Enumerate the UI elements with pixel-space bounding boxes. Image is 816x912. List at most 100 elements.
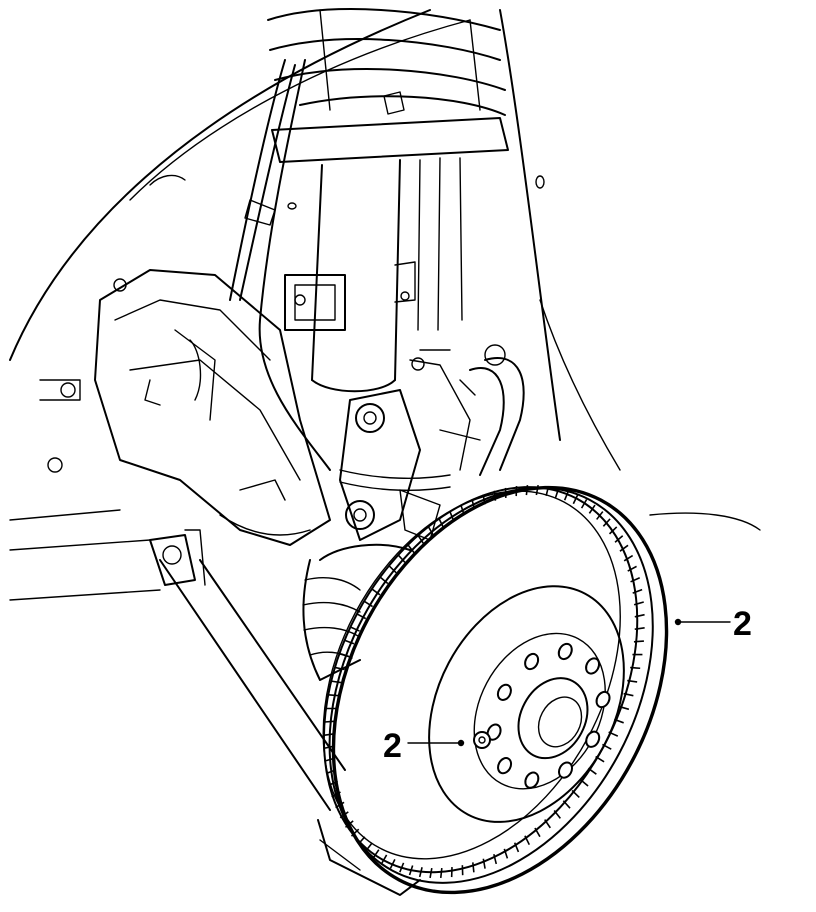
vent-slot bbox=[482, 858, 486, 869]
vent-slot bbox=[554, 487, 560, 498]
vent-slot bbox=[344, 820, 354, 828]
vent-slot bbox=[632, 588, 643, 594]
coil-spring bbox=[267, 8, 506, 116]
vent-slot bbox=[632, 653, 643, 656]
vent-slot bbox=[407, 544, 415, 554]
disc-vent-slots bbox=[323, 485, 645, 879]
lower-control-arm bbox=[149, 529, 346, 811]
vent-slot bbox=[438, 518, 445, 528]
vent-slot bbox=[588, 504, 596, 514]
vent-slot bbox=[449, 510, 455, 521]
vent-slot bbox=[371, 588, 381, 596]
vent-slot bbox=[408, 865, 414, 876]
vent-slot bbox=[553, 809, 561, 819]
vent-slot bbox=[325, 769, 336, 775]
bolt-hole bbox=[557, 642, 573, 661]
vent-slot bbox=[335, 801, 345, 809]
vent-slot bbox=[630, 577, 641, 583]
vent-slot bbox=[460, 504, 465, 515]
bolt-hole bbox=[558, 761, 574, 779]
steering-knuckle bbox=[339, 349, 471, 541]
brake-caliper bbox=[39, 269, 331, 546]
callout-label-rim: 2 bbox=[733, 605, 752, 643]
vent-slot bbox=[633, 601, 644, 606]
vent-slot bbox=[608, 526, 618, 535]
vent-slot bbox=[534, 827, 541, 838]
vent-slot bbox=[515, 486, 518, 497]
brake-disc bbox=[322, 485, 669, 895]
vent-slot bbox=[324, 757, 335, 762]
vent-slot bbox=[634, 613, 645, 618]
vent-slot bbox=[634, 626, 645, 630]
vent-slot bbox=[324, 720, 335, 723]
wheel-housing bbox=[9, 9, 761, 601]
vent-slot bbox=[630, 666, 641, 670]
vent-slot bbox=[350, 828, 360, 837]
wheel-bolt-holes bbox=[486, 642, 611, 789]
vent-slot bbox=[619, 544, 629, 552]
vent-slot bbox=[633, 640, 644, 643]
vent-slot bbox=[493, 854, 498, 865]
vent-slot bbox=[544, 819, 551, 829]
vent-slot bbox=[503, 848, 509, 859]
vent-slot bbox=[325, 707, 336, 710]
vent-slot bbox=[493, 490, 497, 501]
vent-slot bbox=[429, 867, 433, 879]
spring-seat bbox=[271, 91, 509, 163]
bolt-hole bbox=[595, 690, 611, 709]
vent-slot bbox=[380, 854, 388, 865]
vent-slot bbox=[471, 498, 476, 510]
vent-slot bbox=[350, 626, 360, 632]
vent-slot bbox=[379, 576, 389, 585]
callout-screw: 2 bbox=[383, 727, 491, 765]
vent-slot bbox=[388, 565, 397, 574]
vent-slot bbox=[363, 600, 374, 608]
vent-slot bbox=[323, 745, 334, 750]
vent-slot bbox=[328, 780, 338, 787]
vent-slot bbox=[525, 485, 529, 496]
vent-slot bbox=[602, 518, 611, 527]
vent-slot bbox=[334, 666, 345, 671]
dust-shield bbox=[317, 819, 421, 896]
bolt-hole bbox=[524, 652, 540, 671]
vent-slot bbox=[461, 865, 464, 876]
brake-disc-retaining-screw bbox=[473, 731, 491, 749]
bolt-hole bbox=[524, 771, 540, 789]
vent-slot bbox=[614, 535, 624, 543]
vent-slot bbox=[372, 849, 380, 859]
vent-slot bbox=[344, 639, 355, 645]
bolt-hole bbox=[497, 757, 513, 775]
vent-slot bbox=[482, 494, 486, 505]
vent-slot bbox=[450, 867, 453, 878]
tie-rod bbox=[439, 344, 525, 476]
callout-rim: 2 bbox=[674, 605, 752, 643]
vent-slot bbox=[562, 800, 571, 809]
vent-slot bbox=[627, 565, 637, 572]
vent-slot bbox=[418, 867, 423, 878]
vent-slot bbox=[571, 789, 580, 798]
vent-slot bbox=[623, 554, 634, 562]
vent-slot bbox=[627, 679, 638, 683]
callout-label-screw: 2 bbox=[383, 727, 402, 765]
vent-slot bbox=[596, 511, 604, 520]
vent-slot bbox=[504, 487, 507, 498]
bolt-hole bbox=[496, 683, 512, 701]
vent-slot bbox=[331, 791, 341, 798]
vent-slot bbox=[623, 692, 634, 697]
vent-slot bbox=[339, 811, 349, 819]
vent-slot bbox=[330, 680, 342, 684]
vent-slot bbox=[472, 862, 475, 873]
vent-slot bbox=[563, 490, 570, 501]
vent-slot bbox=[427, 526, 434, 536]
vent-slot bbox=[339, 653, 350, 658]
vent-slot bbox=[535, 485, 539, 496]
vent-slot bbox=[579, 779, 589, 787]
strut-body bbox=[284, 157, 545, 393]
vent-slot bbox=[389, 858, 396, 869]
vent-slot bbox=[399, 862, 405, 873]
vent-slot bbox=[545, 485, 550, 497]
vent-slot bbox=[417, 534, 425, 544]
vent-slot bbox=[439, 867, 443, 879]
vent-slot bbox=[397, 554, 406, 563]
